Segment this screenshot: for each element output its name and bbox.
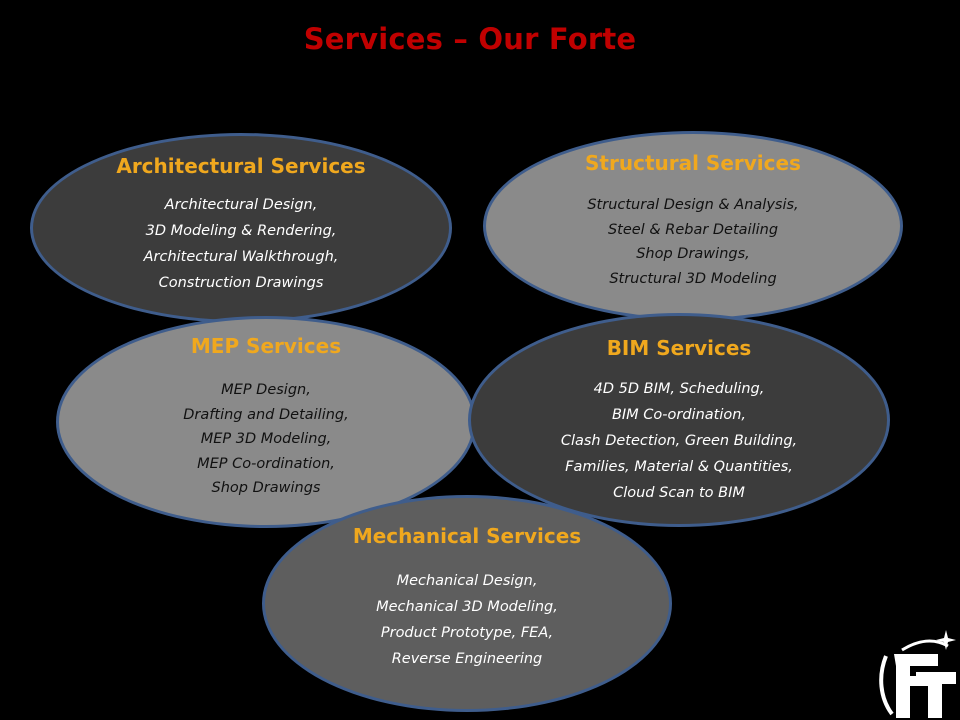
bim-services-title: BIM Services — [606, 336, 752, 360]
bim-service-line: Families, Material & Quantities, — [565, 459, 793, 475]
mechanical-services-title: Mechanical Services — [352, 524, 582, 548]
mechanical-service-line: Product Prototype, FEA, — [380, 625, 554, 641]
bim-service-line: BIM Co-ordination, — [611, 407, 747, 423]
bim-service-line: Cloud Scan to BIM — [613, 485, 745, 501]
mep-service-line: MEP Design, — [221, 382, 311, 398]
architectural-service-line: Architectural Design, — [164, 197, 318, 213]
architectural-services-title: Architectural Services — [116, 154, 366, 178]
architectural-service-line: 3D Modeling & Rendering, — [145, 223, 337, 239]
structural-service-line: Structural Design & Analysis, — [587, 197, 799, 213]
mechanical-service-line: Mechanical Design, — [396, 573, 538, 589]
mechanical-services-ellipse: Mechanical Services Mechanical Design, M… — [262, 495, 672, 712]
mep-services-title: MEP Services — [190, 334, 342, 358]
mep-services-ellipse: MEP Services MEP Design, Drafting and De… — [56, 316, 476, 528]
structural-services-ellipse: Structural Services Structural Design & … — [483, 131, 903, 321]
page-title: Services – Our Forte — [303, 22, 637, 56]
bim-service-line: 4D 5D BIM, Scheduling, — [593, 381, 765, 397]
company-logo-icon — [879, 630, 956, 718]
mep-service-line: MEP 3D Modeling, — [200, 431, 332, 447]
architectural-service-line: Construction Drawings — [158, 275, 324, 291]
mep-service-line: Drafting and Detailing, — [183, 406, 349, 423]
structural-services-title: Structural Services — [585, 151, 801, 175]
bim-services-ellipse: BIM Services 4D 5D BIM, Scheduling, BIM … — [468, 313, 890, 527]
bim-service-line: Clash Detection, Green Building, — [560, 433, 798, 449]
architectural-services-ellipse: Architectural Services Architectural Des… — [30, 133, 452, 323]
mep-service-line: Shop Drawings — [211, 480, 321, 496]
mechanical-service-line: Reverse Engineering — [391, 651, 543, 667]
structural-service-line: Structural 3D Modeling — [609, 270, 777, 287]
architectural-service-line: Architectural Walkthrough, — [143, 249, 339, 265]
structural-service-line: Steel & Rebar Detailing — [607, 221, 779, 238]
mechanical-service-line: Mechanical 3D Modeling, — [376, 599, 558, 615]
structural-service-line: Shop Drawings, — [636, 246, 750, 262]
mep-service-line: MEP Co-ordination, — [197, 455, 335, 472]
